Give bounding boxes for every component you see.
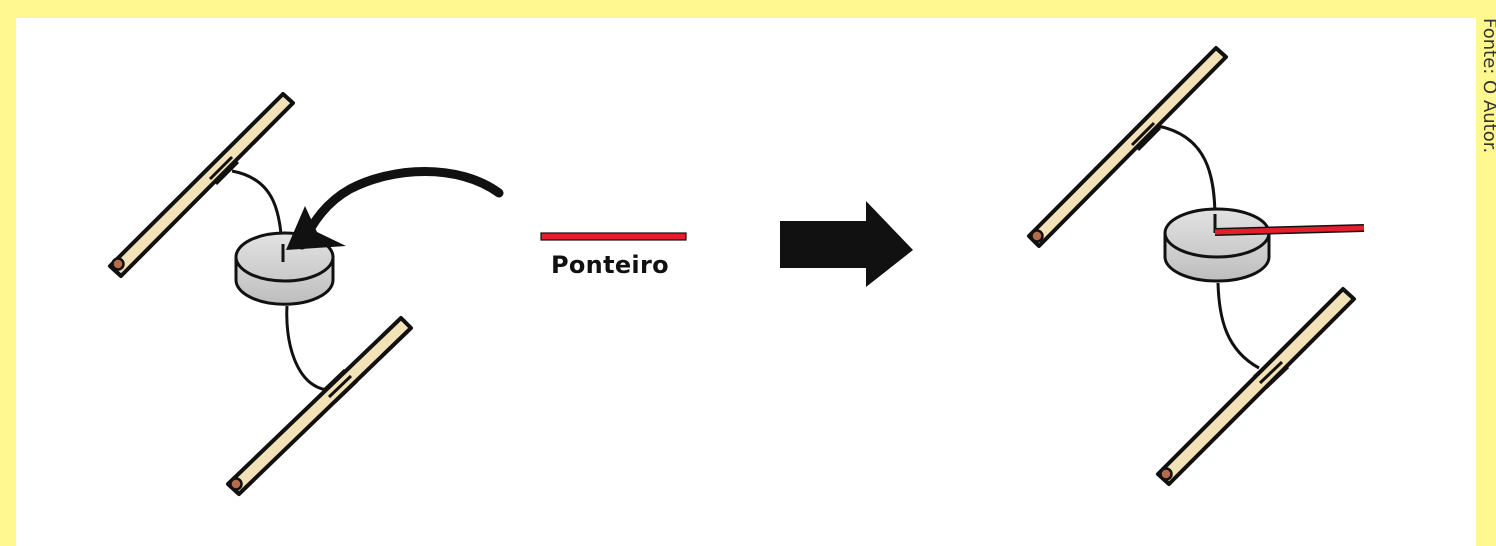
right-lower-wire — [1216, 282, 1260, 370]
right-upper-wire — [1157, 124, 1217, 220]
curved-arrow-icon — [286, 167, 504, 250]
right-upper-pencil — [1027, 46, 1228, 248]
mounted-pointer-icon — [1214, 225, 1365, 235]
left-upper-pencil — [108, 92, 295, 278]
pointer-label: Ponteiro — [551, 251, 669, 279]
source-label: Fonte: O Autor. — [1479, 18, 1496, 154]
left-assembly — [108, 92, 504, 496]
left-lower-wire — [285, 305, 328, 392]
left-lower-pencil — [226, 316, 413, 496]
right-assembly — [1027, 46, 1365, 486]
pointer-bar-icon — [540, 232, 687, 241]
right-lower-pencil — [1156, 287, 1356, 486]
right-arrow-icon — [780, 201, 913, 287]
right-battery-icon — [1163, 207, 1271, 283]
